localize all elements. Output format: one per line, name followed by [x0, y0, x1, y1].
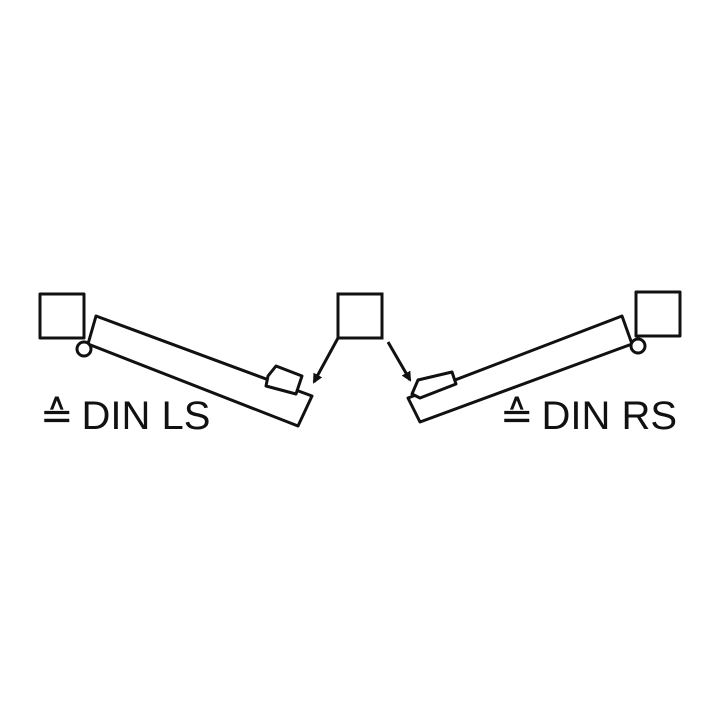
left-door-assembly — [38, 292, 314, 428]
left-arrow-icon — [312, 337, 340, 384]
label-din-rs-text: DIN RS — [541, 394, 678, 438]
center-reference-block-icon — [336, 292, 384, 340]
right-hinge-pin-icon — [629, 337, 647, 355]
right-hinge-block-icon — [634, 290, 682, 338]
left-hinge-pin-icon — [75, 340, 93, 358]
label-din-ls-text: DIN LS — [81, 394, 211, 438]
corresponds-symbol: ≙ — [500, 394, 534, 438]
corresponds-symbol: ≙ — [40, 394, 74, 438]
label-din-ls: ≙DIN LS — [40, 396, 210, 436]
right-door-assembly — [406, 290, 682, 424]
left-door-leaf-icon — [86, 314, 314, 428]
left-strike-box-icon — [264, 364, 304, 396]
right-strike-box-icon — [410, 370, 458, 400]
left-hinge-block-icon — [38, 292, 86, 340]
center-reference — [312, 292, 412, 384]
right-arrow-icon — [386, 341, 412, 382]
label-din-rs: ≙DIN RS — [500, 396, 677, 436]
